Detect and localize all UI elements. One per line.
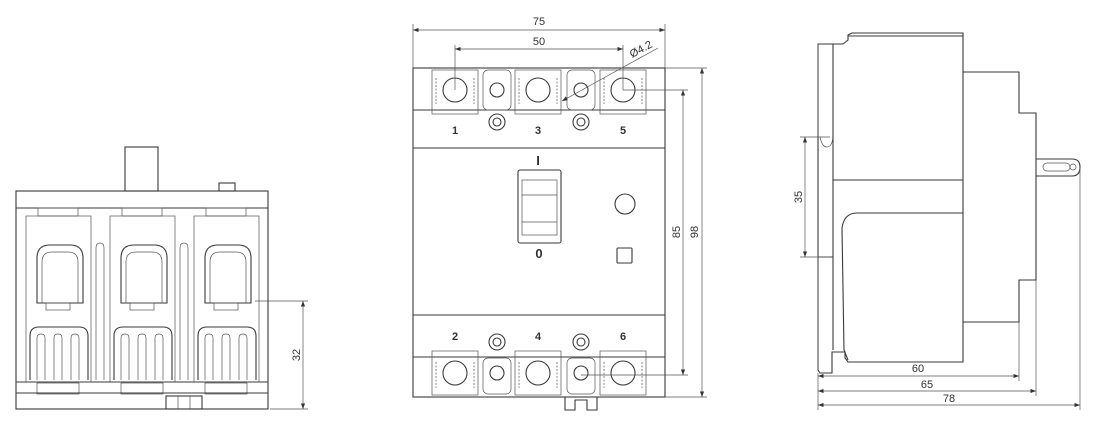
end-view: 32 — [15, 146, 308, 410]
top-terminals — [431, 69, 647, 131]
bottom-terminals — [431, 333, 647, 411]
handle — [124, 146, 159, 192]
indicator-window — [616, 247, 633, 264]
toggle-on-label: I — [536, 153, 540, 168]
dim-depth-body: 60 — [912, 363, 924, 375]
dim-pole-pitch: 50 — [533, 36, 545, 48]
side-view: 35 60 65 78 — [793, 32, 1081, 410]
end-view-body — [15, 190, 269, 410]
toggle-off-label: 0 — [535, 246, 542, 261]
pole-label: 2 — [452, 331, 458, 343]
pole-label: 6 — [620, 331, 626, 343]
dim-width: 75 — [533, 16, 545, 28]
pole-label: 5 — [620, 125, 626, 137]
pole-units — [25, 207, 260, 395]
pole-label: 1 — [452, 125, 458, 137]
bottom-clip — [165, 395, 203, 410]
dim-terminal-height: 32 — [291, 349, 303, 361]
front-step — [963, 71, 1037, 323]
front-body — [412, 67, 666, 398]
dim-depth-front: 65 — [921, 379, 933, 391]
front-view: 1 3 5 I 0 2 4 6 75 50 — [412, 16, 707, 411]
pole-label: 3 — [535, 125, 541, 137]
test-button — [614, 193, 636, 215]
dim-rail: 35 — [793, 191, 805, 203]
toggle-switch — [517, 169, 562, 244]
side-body — [817, 32, 964, 374]
dim-height: 98 — [689, 226, 701, 238]
mounting-lug — [1036, 158, 1081, 177]
pole-label: 4 — [535, 331, 542, 343]
dim-terminal-span: 85 — [671, 226, 683, 238]
dim-depth-total: 78 — [943, 393, 955, 405]
